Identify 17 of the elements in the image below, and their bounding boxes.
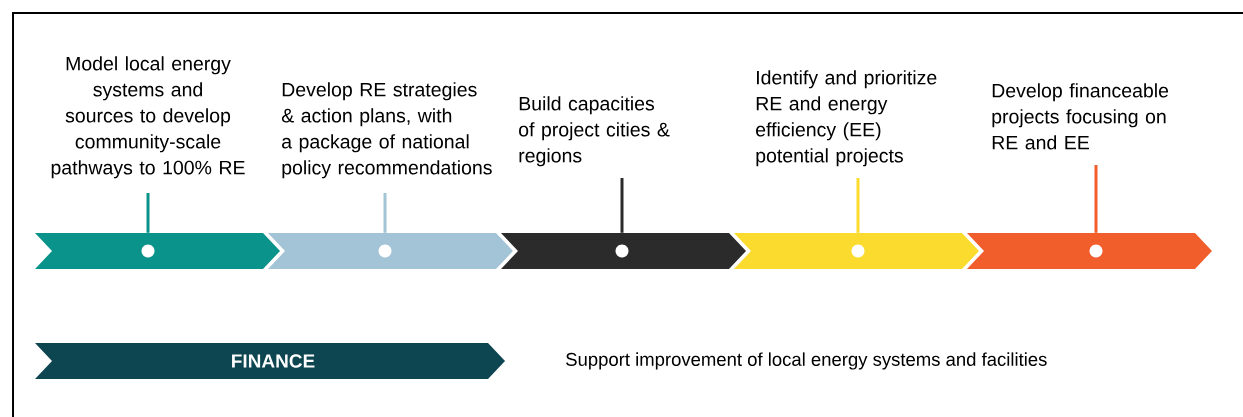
timeline-band xyxy=(501,233,746,269)
leader-line xyxy=(1094,165,1098,233)
step-text: Identify and prioritize RE and energy efficiency (EE) potential projects xyxy=(756,70,937,167)
timeline-band xyxy=(734,233,979,269)
leader-line xyxy=(620,178,624,233)
leader-line xyxy=(856,178,860,233)
timeline-band xyxy=(268,233,513,269)
step-text: Develop RE strategies & action plans, with a package of national policy recommendations xyxy=(281,82,492,179)
finance-note: Support improvement of local energy systems and facilities xyxy=(566,352,1047,370)
leader-line xyxy=(383,193,387,233)
timeline-band xyxy=(35,233,280,269)
leader-line xyxy=(146,193,150,233)
step-text: Model local energy systems and sources to develop community-scale pathways to 100% RE xyxy=(51,56,245,179)
step-text: Build capacities of project cities & regions xyxy=(519,96,670,167)
finance-band: FINANCE xyxy=(35,343,505,379)
timeline-band xyxy=(967,233,1212,269)
step-text: Develop financeable projects focusing on RE and EE xyxy=(992,83,1169,150)
